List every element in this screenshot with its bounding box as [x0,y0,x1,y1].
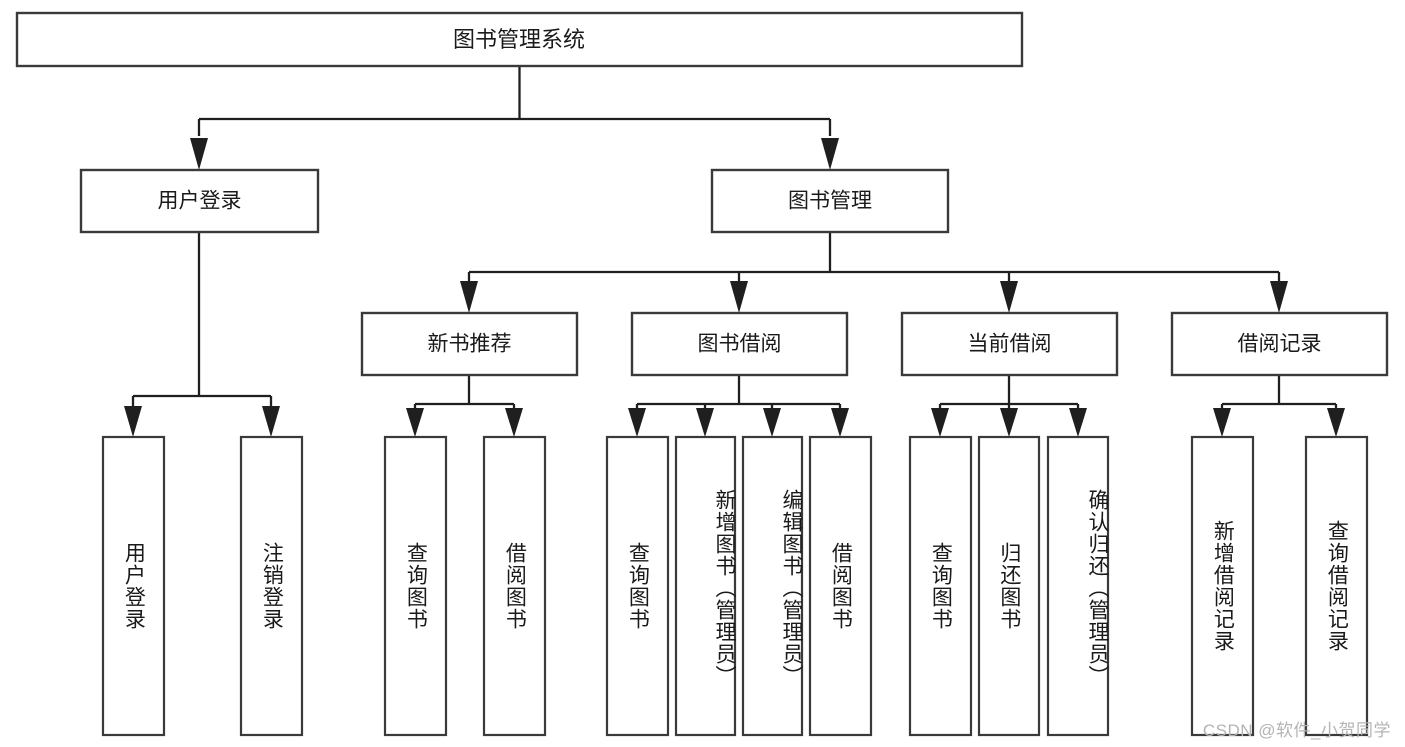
arrowhead-leaf-book-borrow-0 [628,408,646,437]
arrowhead-book-borrow [730,281,748,313]
arrowhead-leaf-book-borrow-3 [831,408,849,437]
arrowhead-leaf-current-borrow-1 [1000,408,1018,437]
arrowhead-book-manage [821,138,839,170]
leafbox-borrow-record-0[interactable] [1190,435,1255,737]
connector-group-root [190,66,839,170]
leafbox-new-book-1[interactable] [482,435,547,737]
arrowhead-leaf-current-borrow-0 [931,408,949,437]
node-user-login-label: 用户登录 [158,190,242,213]
node-book-manage[interactable]: 图书管理 [710,168,950,234]
node-root-label: 图书管理系统 [453,27,585,52]
node-new-book-recommend[interactable]: 新书推荐 [360,311,579,377]
arrowhead-leaf-new-book-1 [505,408,523,437]
arrowhead-leaf-book-borrow-2 [763,408,781,437]
csdn-watermark: CSDN @软件_小贺同学 [1202,721,1391,740]
leafbox-book-borrow-2[interactable] [741,435,804,737]
arrowhead-leaf-current-borrow-2 [1069,408,1087,437]
node-new-book-recommend-label: 新书推荐 [428,333,512,356]
connector-group-current-borrow [931,375,1087,437]
connector-group-new-book [406,375,523,437]
node-current-borrow-label: 当前借阅 [968,333,1052,356]
arrowhead-leaf-new-book-0 [406,408,424,437]
node-book-manage-label: 图书管理 [788,190,872,213]
node-book-borrow-label: 图书借阅 [698,333,782,356]
leafbox-user-login-1[interactable] [239,435,304,737]
arrowhead-leaf-book-borrow-1 [696,408,714,437]
arrowhead-leaf-borrow-record-0 [1213,408,1231,437]
leafbox-book-borrow-0[interactable] [605,435,670,737]
arrowhead-leaf-user-login-1 [262,406,280,437]
connector-group-book-borrow [628,375,849,437]
arrowhead-borrow-record [1270,281,1288,313]
leafbox-borrow-record-1[interactable] [1304,435,1369,737]
connector-group-user-login [124,232,280,437]
node-root[interactable]: 图书管理系统 [15,11,1024,68]
node-book-borrow[interactable]: 图书借阅 [630,311,849,377]
node-borrow-record-label: 借阅记录 [1238,333,1322,356]
leafbox-current-borrow-2[interactable] [1046,435,1110,737]
connector-group-borrow-record [1213,375,1345,437]
node-current-borrow[interactable]: 当前借阅 [900,311,1119,377]
leafbox-book-borrow-3[interactable] [808,435,873,737]
arrowhead-leaf-user-login-0 [124,406,142,437]
leafbox-new-book-0[interactable] [383,435,448,737]
node-user-login[interactable]: 用户登录 [79,168,320,234]
node-borrow-record[interactable]: 借阅记录 [1170,311,1389,377]
arrowhead-user-login [190,138,208,170]
arrowhead-new-book [460,281,478,313]
connector-group-book-manage [460,232,1288,313]
leafbox-current-borrow-1[interactable] [977,435,1041,737]
arrowhead-leaf-borrow-record-1 [1327,408,1345,437]
arrowhead-current-borrow [1000,281,1018,313]
leafbox-book-borrow-1[interactable] [674,435,737,737]
leafbox-user-login-0[interactable] [101,435,166,737]
leafbox-current-borrow-0[interactable] [908,435,973,737]
